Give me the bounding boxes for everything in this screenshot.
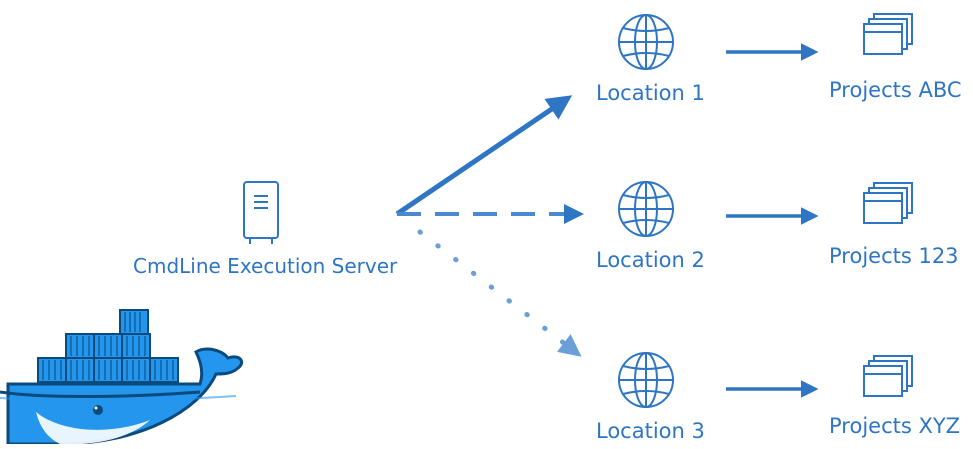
connection-solid-location-1 (395, 95, 573, 217)
server-label: CmdLine Execution Server (133, 254, 398, 278)
windows-stack-icon-projects-xyz (863, 355, 913, 397)
location-2-label: Location 2 (596, 248, 705, 272)
windows-stack-icon-projects-abc (863, 13, 913, 55)
connection-dotted-location-3 (417, 229, 582, 357)
location-3-label: Location 3 (596, 419, 705, 443)
globe-icon-location-3 (618, 352, 674, 408)
globe-icon-location-1 (618, 14, 674, 70)
docker-whale-logo (0, 309, 244, 446)
globe-icon-location-2 (618, 181, 674, 237)
projects-xyz-label: Projects XYZ (829, 414, 961, 438)
projects-abc-label: Projects ABC (829, 78, 962, 102)
windows-stack-icon-projects-123 (863, 182, 913, 224)
location-1-label: Location 1 (596, 81, 705, 105)
server-icon (243, 181, 279, 244)
projects-123-label: Projects 123 (829, 244, 959, 268)
